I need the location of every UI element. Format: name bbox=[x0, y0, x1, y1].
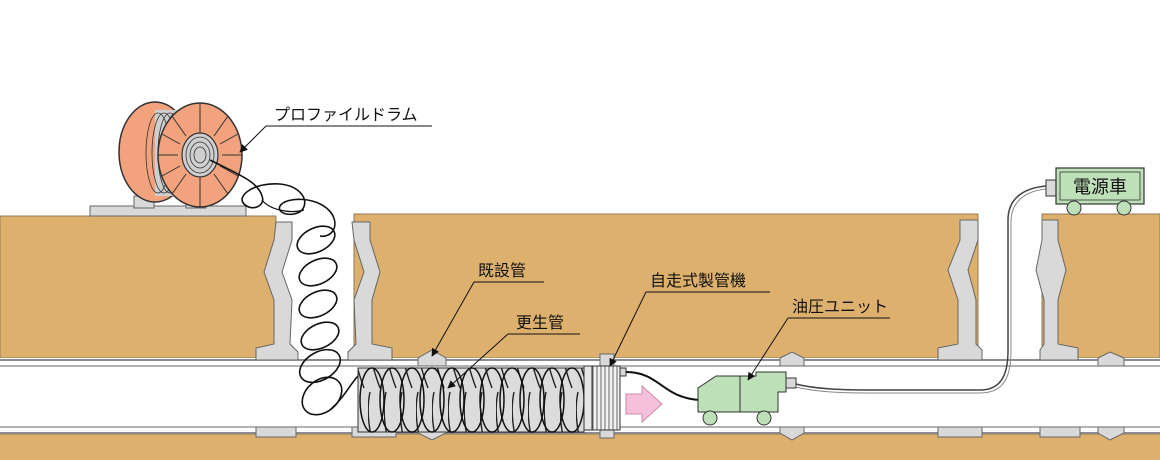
hydraulic-unit-label: 油圧ユニット bbox=[792, 297, 888, 316]
right-manhole bbox=[937, 214, 1081, 438]
right-manhole-wall-right bbox=[1035, 219, 1079, 361]
hydraulic-unit bbox=[697, 371, 797, 426]
leaders bbox=[239, 125, 890, 389]
left-manhole bbox=[255, 216, 397, 438]
profile-strip bbox=[209, 159, 336, 238]
machine-label: 自走式製管機 bbox=[650, 271, 746, 290]
profile-drum bbox=[89, 101, 247, 217]
existing-pipe-label: 既設管 bbox=[478, 261, 526, 280]
renewal-pipe bbox=[357, 367, 585, 433]
right-manhole-wall-left bbox=[937, 219, 983, 361]
direction-arrow bbox=[625, 384, 663, 424]
power-cable bbox=[795, 185, 1047, 391]
profile-strip-spiral bbox=[296, 225, 363, 416]
ground-left bbox=[0, 215, 277, 359]
power-vehicle-label: 電源車 bbox=[1073, 177, 1127, 198]
power-vehicle: 電源車 bbox=[1045, 167, 1145, 216]
self-propelled-machine bbox=[583, 365, 627, 431]
renewal-pipe-label: 更生管 bbox=[516, 313, 564, 332]
left-manhole-wall-left bbox=[255, 221, 299, 361]
drum-label: プロファイルドラム bbox=[274, 105, 418, 124]
hydraulic-hose bbox=[625, 371, 701, 401]
left-manhole-wall-right bbox=[347, 221, 393, 361]
ground-bottom bbox=[0, 434, 1160, 460]
